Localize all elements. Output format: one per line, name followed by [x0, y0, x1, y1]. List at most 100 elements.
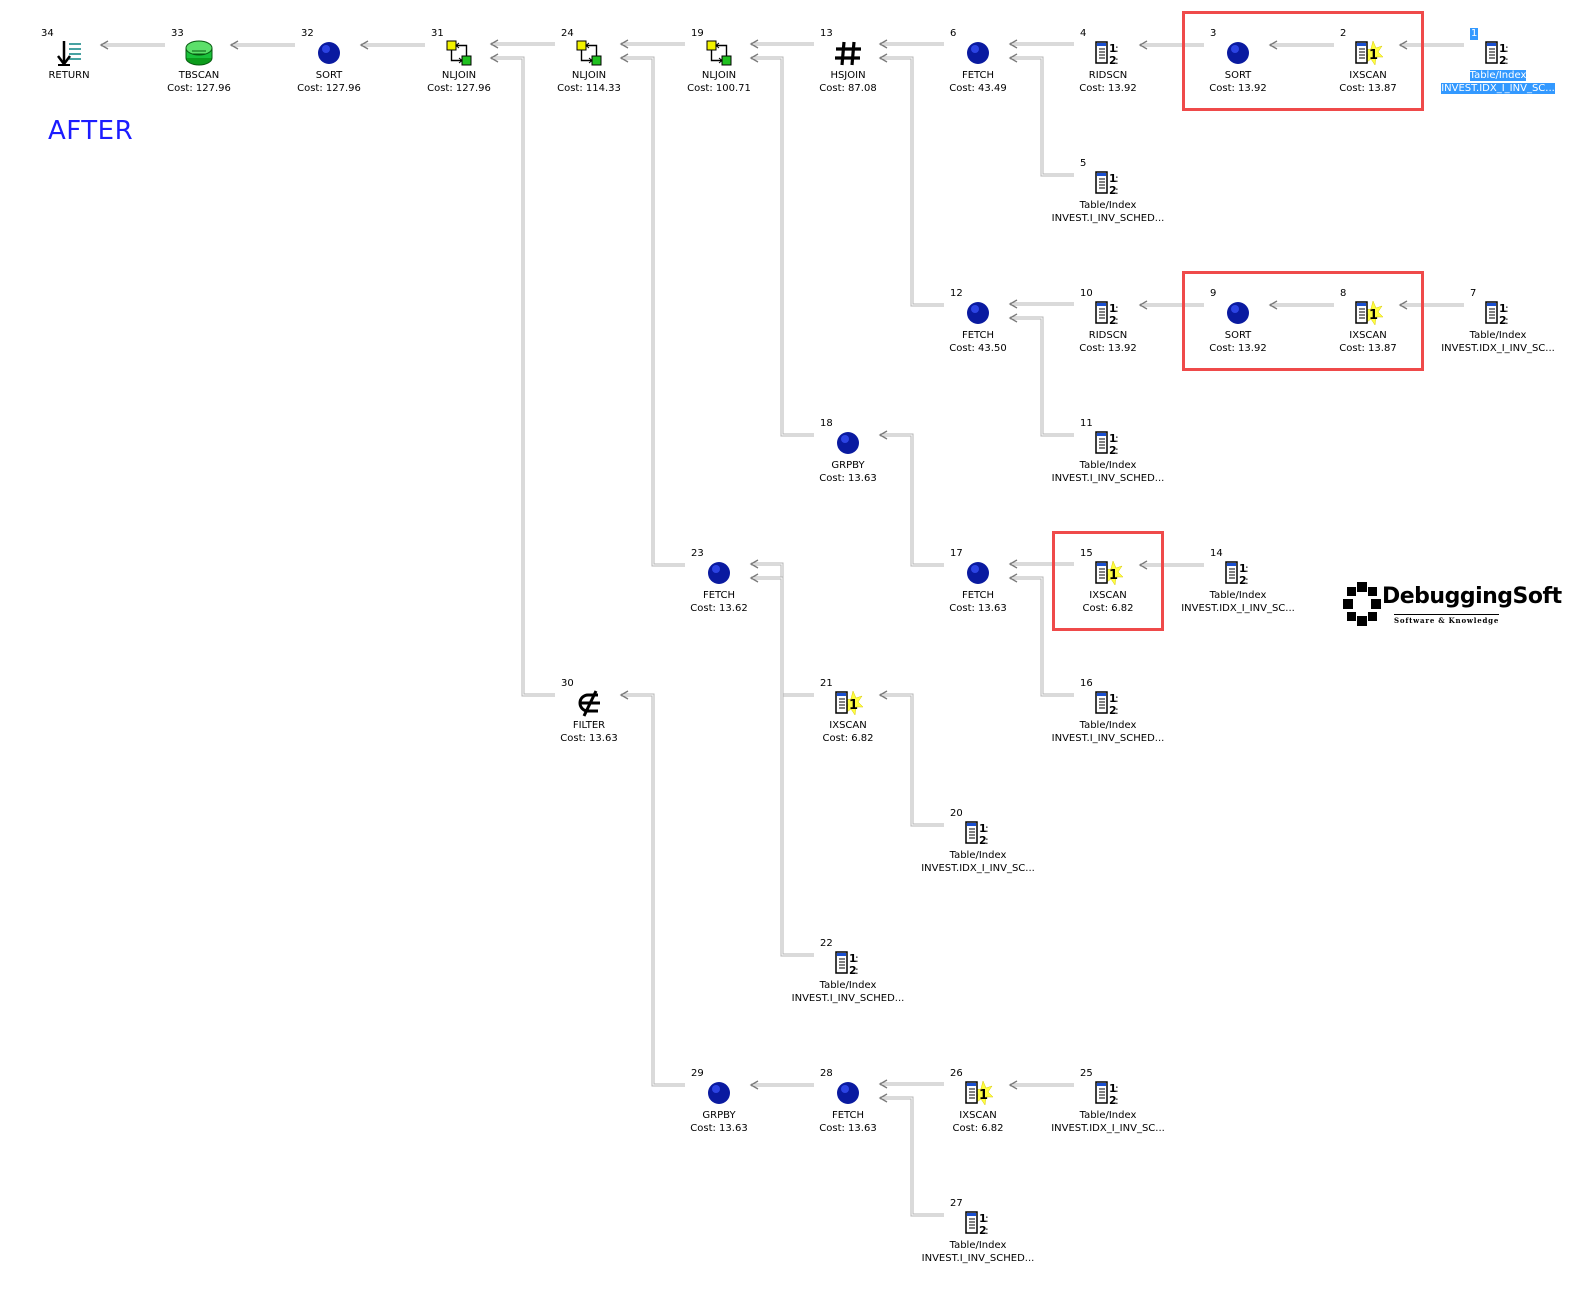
- node-number: 24: [561, 28, 574, 39]
- svg-text:2: 2: [1109, 704, 1117, 717]
- sort-icon: [1223, 38, 1253, 68]
- edge-12-to-13-arrowhead: [878, 53, 888, 63]
- edge-24-to-31-arrowhead: [489, 39, 499, 49]
- node-cost: Cost: 43.49: [949, 83, 1007, 94]
- svg-text:2: 2: [1239, 574, 1247, 587]
- svg-text:2: 2: [1499, 314, 1507, 327]
- node-number: 13: [820, 28, 833, 39]
- gear-logo-icon: [1343, 582, 1381, 626]
- brand-name: DebuggingSoft: [1382, 584, 1562, 609]
- node-cost: Cost: 13.63: [819, 473, 877, 484]
- svg-text:1: 1: [1369, 48, 1378, 63]
- node-number: 5: [1080, 158, 1087, 169]
- edge-6-to-13-arrowhead: [878, 39, 888, 49]
- svg-text::: :: [1115, 302, 1119, 315]
- node-cost: Cost: 13.62: [690, 603, 748, 614]
- node-operator: FETCH: [961, 330, 995, 341]
- edge-30-to-31-inner: [491, 57, 555, 696]
- svg-text::: :: [1505, 314, 1509, 327]
- table-index-icon: 1:2:: [1483, 38, 1513, 68]
- svg-text:1: 1: [1239, 562, 1247, 575]
- node-operator: IXSCAN: [1349, 330, 1387, 341]
- node-number: 17: [950, 548, 963, 559]
- node-operator: Table/Index: [1079, 720, 1137, 731]
- svg-text:2: 2: [1109, 1094, 1117, 1107]
- node-number: 16: [1080, 678, 1093, 689]
- edge-22-to-23-arrowhead: [749, 573, 759, 583]
- svg-text::: :: [1115, 172, 1119, 185]
- node-label: IXSCAN Cost: 13.87: [1303, 329, 1433, 355]
- node-cost: INVEST.IDX_I_INV_SC...: [1181, 603, 1295, 614]
- node-operator: FETCH: [961, 590, 995, 601]
- node-number: 14: [1210, 548, 1223, 559]
- node-label: RETURN: [4, 69, 134, 82]
- ixscan-icon: 1: [963, 1078, 994, 1108]
- node-operator: RETURN: [48, 70, 90, 81]
- svg-text:1: 1: [1109, 302, 1117, 315]
- node-operator: Table/Index: [819, 980, 877, 991]
- nljoin-icon: [444, 38, 474, 68]
- ixscan-icon: 1: [1353, 38, 1384, 68]
- node-cost: INVEST.IDX_I_INV_SC...: [1441, 343, 1555, 354]
- fetch-icon: [963, 38, 993, 68]
- edge-16-to-17-inner: [1010, 577, 1074, 696]
- edge-29-to-30-arrowhead: [619, 690, 629, 700]
- node-number: 19: [691, 28, 704, 39]
- node-cost: Cost: 13.87: [1339, 343, 1397, 354]
- node-cost: Cost: 87.08: [819, 83, 877, 94]
- edge-13-to-19-arrowhead: [749, 39, 759, 49]
- edge-22-to-23-inner: [751, 577, 814, 956]
- table-index-icon: 1:2:: [1093, 1078, 1123, 1108]
- brand-tagline: Software & Knowledge: [1394, 614, 1500, 625]
- svg-text:2: 2: [1109, 444, 1117, 457]
- node-number: 27: [950, 1198, 963, 1209]
- svg-text::: :: [1505, 302, 1509, 315]
- node-cost: INVEST.I_INV_SCHED...: [1051, 473, 1165, 484]
- node-cost: Cost: 13.63: [949, 603, 1007, 614]
- edge-31-to-32-arrowhead: [359, 40, 369, 50]
- edge-17-to-18-inner: [880, 434, 944, 566]
- edge-5-to-6-inner: [1010, 57, 1074, 176]
- node-cost: Cost: 13.63: [819, 1123, 877, 1134]
- svg-text:2: 2: [979, 834, 987, 847]
- edge-12-to-13-inner: [880, 57, 944, 306]
- svg-text:1: 1: [1499, 302, 1507, 315]
